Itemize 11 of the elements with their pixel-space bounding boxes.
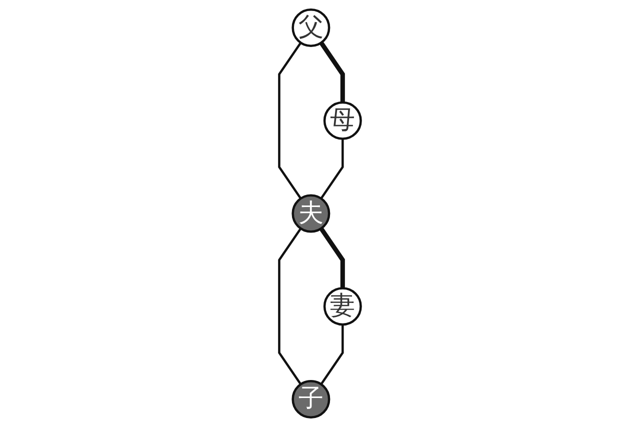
- person-circle: 母: [323, 101, 362, 140]
- connector-line: [319, 41, 345, 102]
- connector-line: [278, 42, 302, 200]
- person-circle: 父: [292, 8, 330, 47]
- person-circle: 子: [292, 380, 330, 418]
- person-circle: 夫: [292, 194, 330, 233]
- connector-line: [320, 324, 344, 385]
- person-circle: 妻: [323, 287, 362, 326]
- connector-line: [278, 228, 302, 385]
- connector-line: [320, 138, 344, 200]
- connector-line: [319, 227, 345, 288]
